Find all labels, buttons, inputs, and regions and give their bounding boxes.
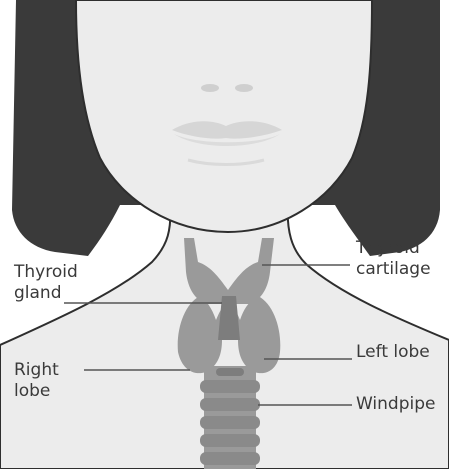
lower-ring — [216, 368, 244, 376]
label-thyroid-gland: Thyroid gland — [14, 262, 78, 304]
label-left-lobe: Left lobe — [356, 342, 430, 363]
label-thyroid-gland-line1: Thyroid — [14, 262, 78, 283]
nose-right — [235, 84, 253, 92]
label-thyroid-gland-line2: gland — [14, 283, 78, 304]
label-windpipe: Windpipe — [356, 394, 436, 415]
label-thyroid-cartilage: Thyroid cartilage — [356, 238, 431, 280]
label-right-lobe: Right lobe — [14, 360, 59, 402]
label-thyroid-cartilage-line1: Thyroid — [356, 238, 431, 259]
label-right-lobe-line1: Right — [14, 360, 59, 381]
windpipe — [200, 366, 260, 469]
label-right-lobe-line2: lobe — [14, 381, 59, 402]
nose-left — [201, 84, 219, 92]
label-thyroid-cartilage-line2: cartilage — [356, 259, 431, 280]
